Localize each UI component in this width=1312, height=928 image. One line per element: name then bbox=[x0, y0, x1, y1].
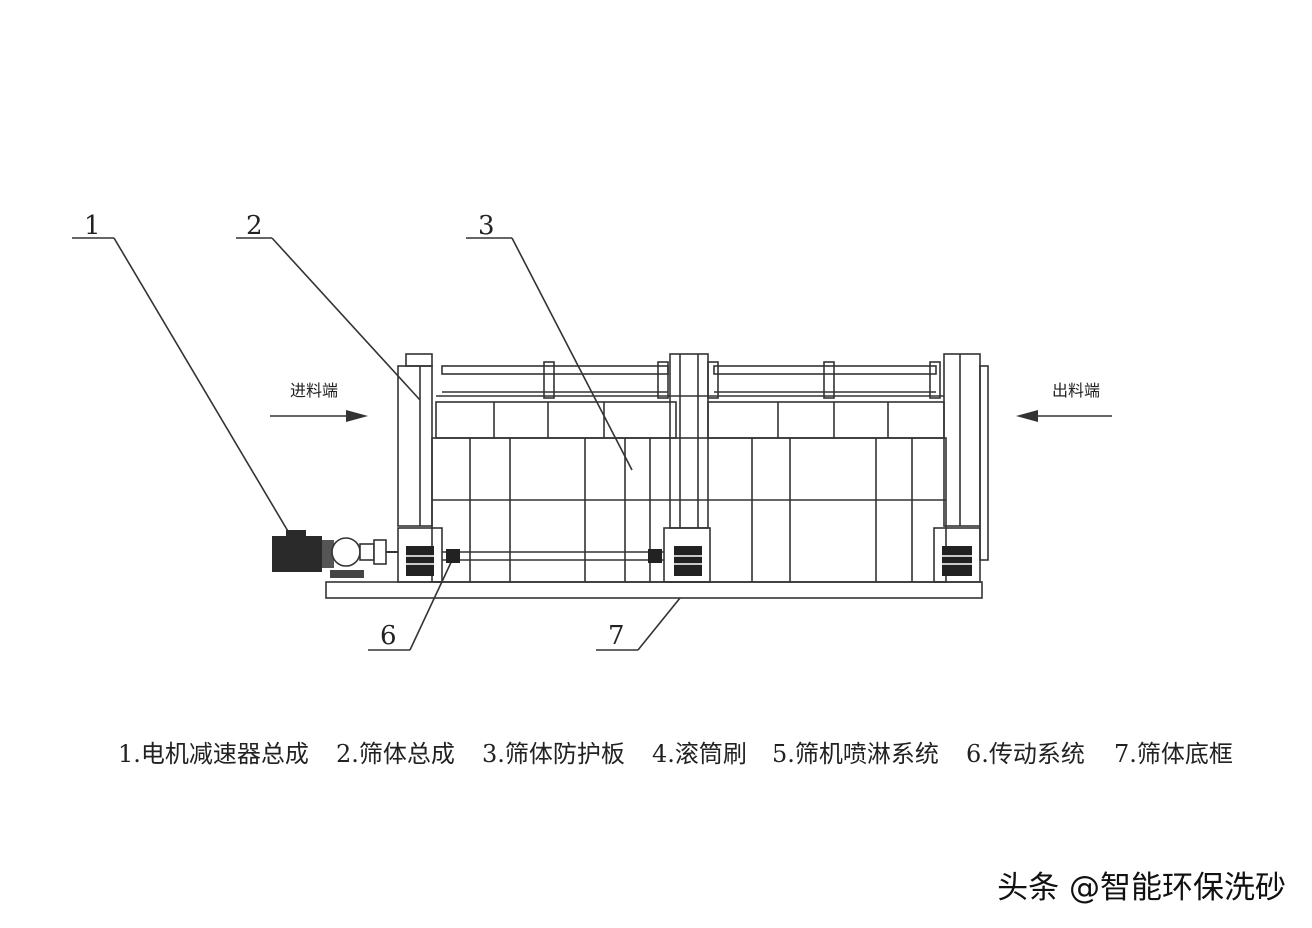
legend-item-2: 2.筛体总成 bbox=[336, 740, 455, 768]
legend-item-3: 3.筛体防护板 bbox=[482, 740, 625, 768]
motor-reducer-icon bbox=[272, 530, 398, 578]
legend: 1.电机减速器总成 2.筛体总成 3.筛体防护板 4.滚筒刷 5.筛机喷淋系统 … bbox=[118, 734, 1258, 774]
legend-item-7: 7.筛体底框 bbox=[1114, 740, 1233, 768]
legend-item-6: 6.传动系统 bbox=[966, 740, 1085, 768]
base-frame bbox=[325, 581, 983, 599]
callout-7: 7 bbox=[608, 621, 625, 651]
legend-item-5: 5.筛机喷淋系统 bbox=[772, 740, 939, 768]
callout-6: 6 bbox=[380, 621, 397, 651]
legend-item-1: 1.电机减速器总成 bbox=[118, 740, 309, 768]
inlet-arrow-icon bbox=[346, 410, 368, 422]
callout-3: 3 bbox=[478, 211, 495, 241]
outlet-label: 出料端 bbox=[1052, 381, 1100, 400]
callout-1: 1 bbox=[84, 211, 101, 241]
inlet-label: 进料端 bbox=[290, 381, 338, 400]
outlet-arrow-icon bbox=[1016, 410, 1038, 422]
legend-item-4: 4.滚筒刷 bbox=[652, 740, 747, 768]
watermark: 头条 @智能环保洗砂 bbox=[997, 870, 1286, 906]
callout-2: 2 bbox=[246, 211, 263, 241]
